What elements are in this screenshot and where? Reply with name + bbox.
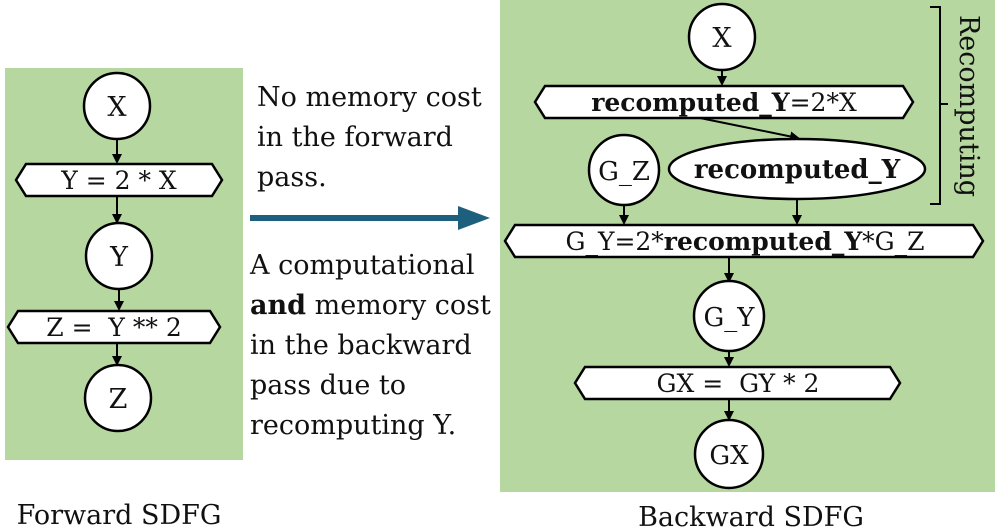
backward-node-gx <box>693 418 765 490</box>
transform-arrow-head <box>458 206 490 230</box>
annotation-bold-and: and <box>250 290 306 321</box>
backward-node-x-label: X <box>712 23 732 54</box>
backward-stmt-gy-bold: recomputed_Y <box>664 227 864 256</box>
forward-stmt-y <box>14 162 224 198</box>
backward-stmt-gy <box>503 223 985 259</box>
backward-edge-stmt-recomputed <box>699 117 800 142</box>
backward-node-gy-label: G_Y <box>704 303 756 333</box>
backward-stmt-gy-label: G_Y=2*recomputed_Y*G_Z <box>565 227 924 256</box>
forward-stmt-z-label: Z = Y ** 2 <box>46 313 181 342</box>
forward-node-z-label: Z <box>109 384 128 415</box>
backward-stmt-recompute-label: recomputed_Y=2*X <box>591 88 857 117</box>
annotation: No memory cost in the forward pass. A co… <box>249 82 491 441</box>
backward-caption: Backward SDFG <box>638 502 864 531</box>
forward-caption: Forward SDFG <box>17 500 222 531</box>
annotation-bottom-line-4: pass due to <box>250 370 406 401</box>
annotation-bottom-line-2: and memory cost <box>250 290 491 321</box>
annotation-top-line-3: pass. <box>257 162 327 193</box>
backward-node-gz-label: G_Z <box>598 157 650 187</box>
annotation-top-line-2: in the forward <box>257 122 453 153</box>
backward-stmt-recompute-rest: =2*X <box>790 88 857 117</box>
recomputing-label: Recomputing <box>953 15 984 197</box>
forward-panel: X Y = 2 * X Y Z = Y ** 2 Z <box>5 68 243 460</box>
annotation-bottom-line-1: A computational <box>249 250 475 281</box>
recomputing-bracket <box>930 6 948 205</box>
backward-stmt-recompute-bold: recomputed_Y <box>591 88 791 117</box>
forward-stmt-z <box>6 309 222 345</box>
backward-stmt-gx <box>573 365 902 401</box>
annotation-bottom-line-5: recomputing Y. <box>250 410 456 441</box>
backward-stmt-gy-post: *G_Z <box>862 227 924 256</box>
forward-node-x-label: X <box>107 92 127 123</box>
backward-stmt-gx-label: GX = GY * 2 <box>657 369 820 398</box>
backward-node-gx-label: GX <box>709 441 749 471</box>
annotation-line-2-rest: memory cost <box>306 290 491 321</box>
backward-panel: X recomputed_Y=2*X G_Z recomputed_Y Reco… <box>500 0 995 492</box>
forward-stmt-y-label: Y = 2 * X <box>60 166 177 195</box>
forward-node-y-label: Y <box>109 242 129 273</box>
forward-node-z <box>83 363 153 433</box>
annotation-bottom-line-3: in the backward <box>250 330 472 361</box>
backward-stmt-gy-pre: G_Y=2* <box>565 227 664 256</box>
backward-stmt-recompute <box>533 84 915 120</box>
annotation-top-line-1: No memory cost <box>257 82 482 113</box>
backward-node-recomputed-y-label: recomputed_Y <box>694 155 901 185</box>
